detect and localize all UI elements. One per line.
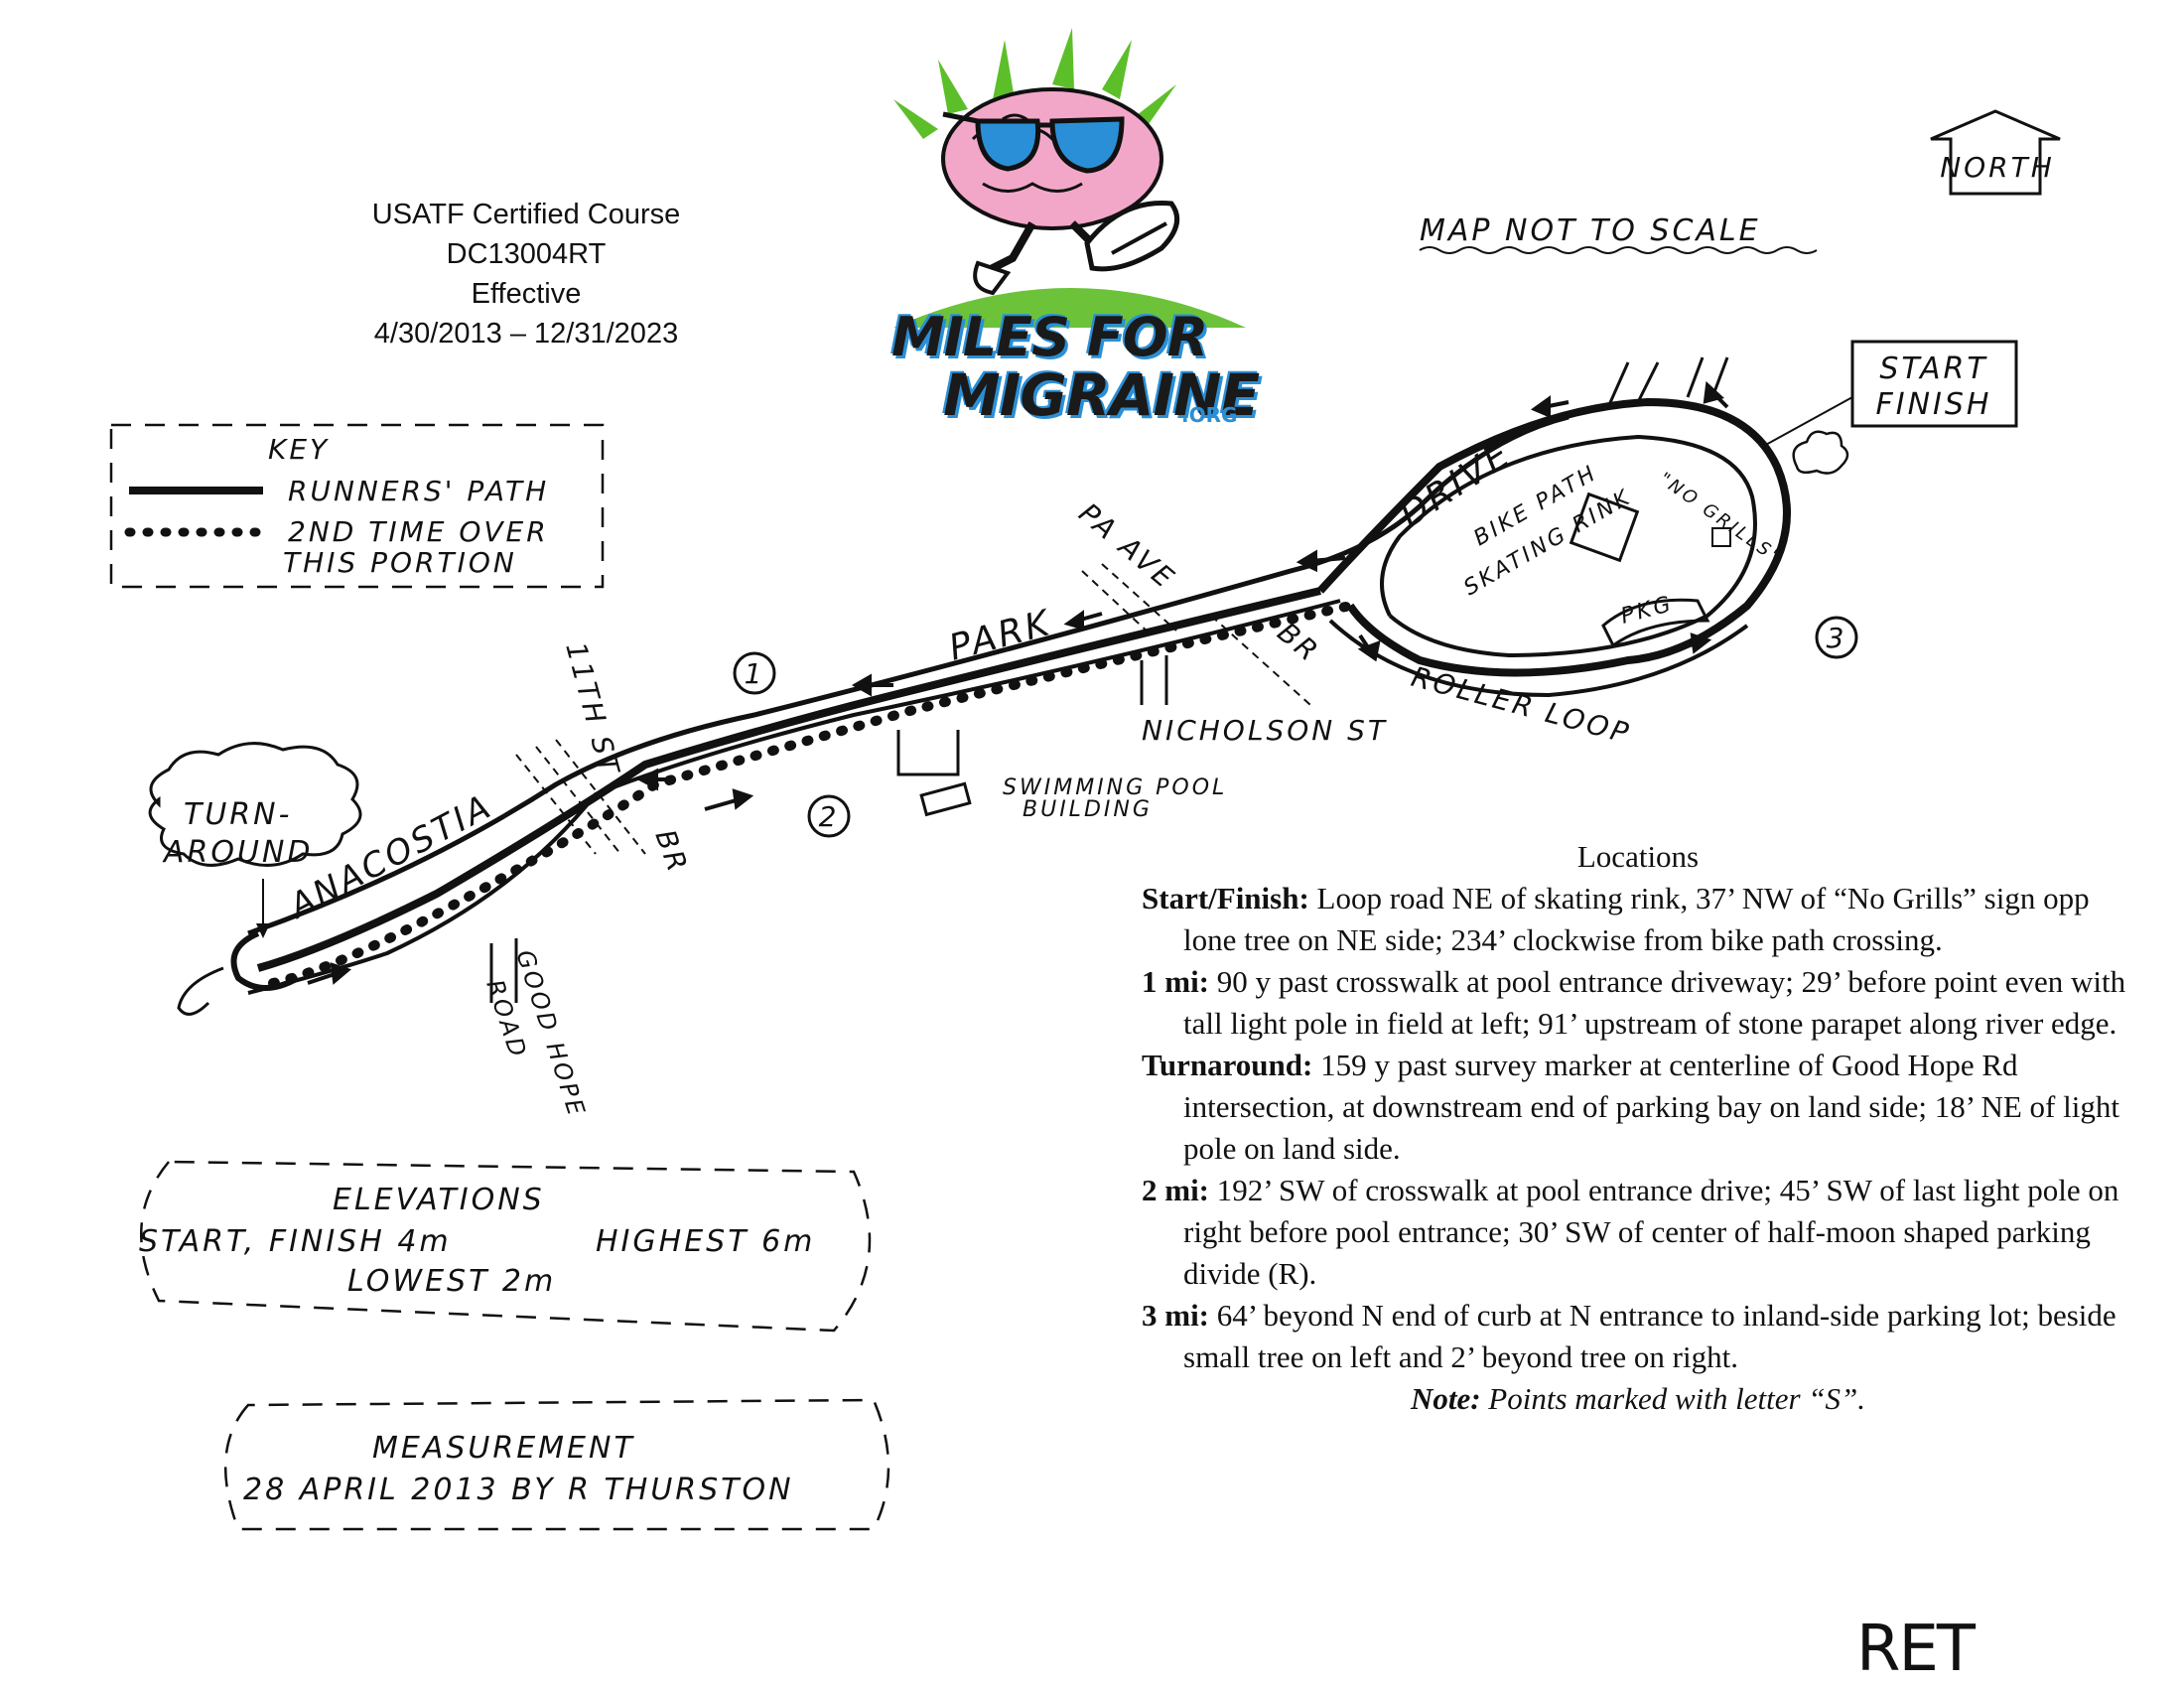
- locations-title: Locations: [1576, 839, 1700, 874]
- label-swimming-pool: SWIMMING POOL: [1003, 775, 1227, 800]
- key-second-time-1: 2ND TIME OVER: [288, 515, 549, 548]
- logo-brand-suffix: .ORG: [1181, 403, 1238, 427]
- cert-line-4: 4/30/2013 – 12/31/2023: [373, 318, 679, 350]
- parking-lot: [1601, 598, 1710, 648]
- label-br-west: BR: [648, 825, 694, 878]
- turnaround-callout: TURN- AROUND: [148, 742, 362, 938]
- logo-icon: [893, 28, 1246, 328]
- measurement-title: MEASUREMENT: [372, 1431, 635, 1466]
- mile-marker-3: 3: [1827, 622, 1847, 654]
- legend-key: KEY RUNNERS' PATH 2ND TIME OVER THIS POR…: [109, 423, 605, 589]
- location-label: Turnaround:: [1142, 1048, 1313, 1082]
- measurement-box: MEASUREMENT 28 APRIL 2013 BY R THURSTON: [223, 1398, 890, 1531]
- label-pa-ave: PA AVE: [1073, 496, 1182, 596]
- cert-line-3: Effective: [471, 278, 582, 310]
- mile-marker-1: 1: [745, 657, 765, 690]
- certification-block: USATF Certified Course DC13004RT Effecti…: [328, 195, 725, 353]
- location-text: 159 y past survey marker at centerline o…: [1183, 1048, 2119, 1166]
- elevations-title: ELEVATIONS: [333, 1183, 545, 1217]
- label-no-grills: "NO GRILLS": [1655, 469, 1786, 569]
- elevation-highest: HIGHEST 6m: [596, 1224, 815, 1259]
- finish-label: FINISH: [1876, 387, 1992, 422]
- location-text: Loop road NE of skating rink, 37’ NW of …: [1183, 881, 2090, 957]
- no-grills-sign: [1711, 527, 1731, 547]
- key-title: KEY: [268, 433, 330, 466]
- location-text: 90 y past crosswalk at pool entrance dri…: [1183, 964, 2126, 1041]
- location-mile-3: 3 mi: 64’ beyond N end of curb at N entr…: [1142, 1295, 2134, 1378]
- location-start-finish: Start/Finish: Loop road NE of skating ri…: [1142, 878, 2134, 961]
- key-second-time-2: THIS PORTION: [283, 546, 517, 579]
- location-text: 192’ SW of crosswalk at pool entrance dr…: [1183, 1173, 2119, 1291]
- locations-note: Note: Points marked with letter “S”.: [1171, 1378, 2105, 1420]
- mile-marker-3-circle: [1815, 616, 1858, 659]
- location-label: 3 mi:: [1142, 1298, 1210, 1333]
- mile-marker-1-circle: [733, 651, 776, 695]
- cert-line-2: DC13004RT: [446, 238, 607, 270]
- turnaround-line-1: TURN-: [184, 797, 292, 832]
- mile-markers: 1 2 3: [733, 616, 1858, 838]
- turnaround-line-2: AROUND: [162, 835, 313, 870]
- north-label: NORTH: [1940, 151, 2055, 184]
- mile-marker-2-circle: [807, 794, 851, 838]
- start-label: START: [1879, 352, 1987, 386]
- elevation-lowest: LOWEST 2m: [347, 1264, 556, 1299]
- key-runners-path: RUNNERS' PATH: [288, 475, 549, 507]
- bridge-dash-lines: [515, 563, 1311, 855]
- label-nicholson: NICHOLSON ST: [1142, 714, 1388, 747]
- logo-brand-line-1: MILES FOR: [891, 306, 1208, 368]
- elevations-box: ELEVATIONS START, FINISH 4m HIGHEST 6m L…: [139, 1160, 872, 1333]
- location-mile-1: 1 mi: 90 y past crosswalk at pool entran…: [1142, 961, 2134, 1045]
- location-label: 2 mi:: [1142, 1173, 1210, 1207]
- locations-section: Locations Start/Finish: Loop road NE of …: [1142, 836, 2134, 1420]
- scale-note: MAP NOT TO SCALE: [1420, 213, 1761, 248]
- scale-note-underline: [1419, 246, 1818, 254]
- north-arrow-icon: NORTH: [1930, 109, 2061, 196]
- label-11th-st: 11TH ST: [559, 638, 626, 779]
- elevation-start-finish: START, FINISH 4m: [139, 1224, 452, 1259]
- location-turnaround: Turnaround: 159 y past survey marker at …: [1142, 1045, 2134, 1170]
- second-time-path: [268, 601, 1355, 988]
- cert-line-1: USATF Certified Course: [371, 199, 681, 230]
- location-label: 1 mi:: [1142, 964, 1210, 999]
- start-finish-box: START FINISH: [1761, 340, 2018, 448]
- note-label: Note:: [1410, 1381, 1481, 1416]
- skating-rink: [1569, 492, 1640, 563]
- logo-brand-line-2: MIGRAINE: [943, 361, 1260, 429]
- direction-arrows: [307, 380, 1729, 985]
- note-text: Points marked with letter “S”.: [1480, 1381, 1866, 1416]
- label-pool-building: BUILDING: [1023, 797, 1153, 822]
- location-mile-2: 2 mi: 192’ SW of crosswalk at pool entra…: [1142, 1170, 2134, 1295]
- mile-marker-2: 2: [819, 800, 840, 833]
- road-network: [177, 356, 1791, 1016]
- swimming-pool-building: [919, 781, 972, 817]
- signature: RET: [1856, 1613, 1977, 1686]
- location-label: Start/Finish:: [1142, 881, 1309, 915]
- measurement-detail: 28 APRIL 2013 BY R THURSTON: [243, 1473, 794, 1507]
- lone-tree-icon: [1792, 430, 1849, 475]
- location-text: 64’ beyond N end of curb at N entrance t…: [1183, 1298, 2116, 1374]
